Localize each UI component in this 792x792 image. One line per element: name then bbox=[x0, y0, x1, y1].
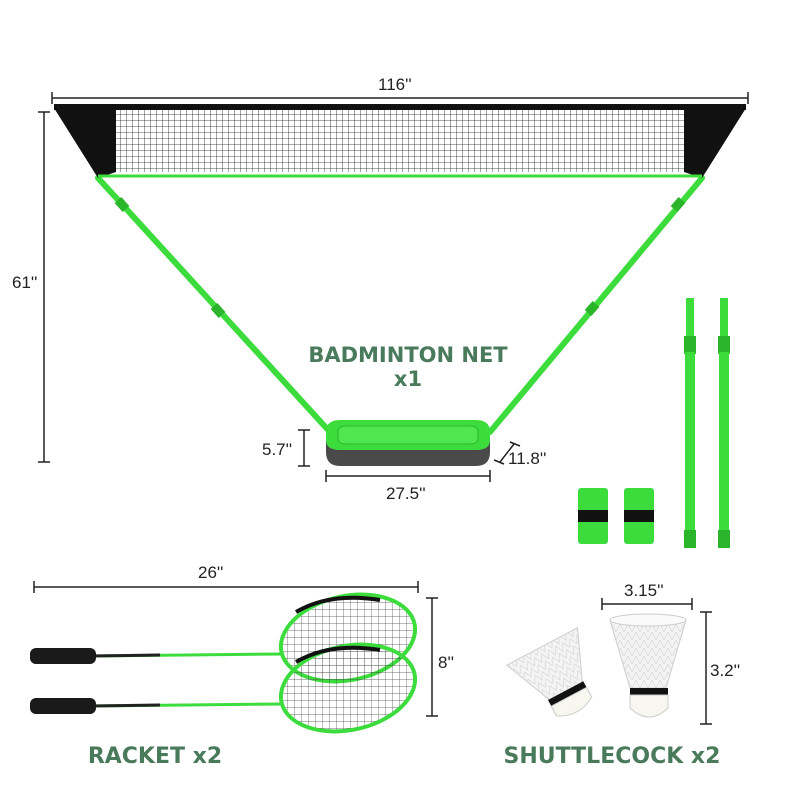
pole-joints bbox=[114, 197, 686, 318]
shuttle-width-dimension-line bbox=[601, 598, 693, 610]
base-length-dimension-line bbox=[325, 470, 491, 482]
badminton-net-mesh bbox=[54, 104, 746, 178]
racket-head-label: 8'' bbox=[438, 653, 454, 672]
net-frame-poles bbox=[95, 175, 705, 435]
base-depth-dimension-line bbox=[493, 441, 521, 465]
net-base bbox=[326, 420, 490, 466]
spare-pole-right bbox=[718, 298, 730, 548]
base-height-dimension-line bbox=[298, 429, 310, 467]
shuttle-height-dimension-line bbox=[700, 611, 712, 725]
base-depth-label: 11.8'' bbox=[508, 449, 547, 468]
racket-length-dimension-line bbox=[33, 581, 419, 593]
net-height-label: 61'' bbox=[12, 273, 38, 292]
net-width-dimension-line bbox=[51, 92, 749, 104]
spare-pole-left bbox=[684, 298, 696, 548]
racket-title: RACKET x2 bbox=[87, 744, 223, 769]
net-title-line2: x1 bbox=[393, 367, 423, 391]
base-length-label: 27.5'' bbox=[386, 484, 426, 503]
shuttlecock-upright bbox=[609, 613, 687, 718]
net-height-dimension-line bbox=[38, 111, 50, 463]
racket-head-dimension-line bbox=[426, 597, 438, 717]
racket-length-label: 26'' bbox=[198, 563, 224, 582]
net-title-line1: BADMINTON NET bbox=[308, 343, 508, 367]
net-width-label: 116'' bbox=[378, 75, 412, 94]
shuttle-height-label: 3.2'' bbox=[710, 661, 741, 680]
base-height-label: 5.7'' bbox=[262, 440, 293, 459]
shuttle-width-label: 3.15'' bbox=[624, 581, 664, 600]
net-title: BADMINTON NET x1 bbox=[290, 343, 526, 391]
shuttlecock-title: SHUTTLECOCK x2 bbox=[503, 744, 721, 769]
shuttlecock-tilted bbox=[505, 626, 593, 717]
net-clip-right bbox=[624, 488, 654, 544]
net-clip-left bbox=[578, 488, 608, 544]
